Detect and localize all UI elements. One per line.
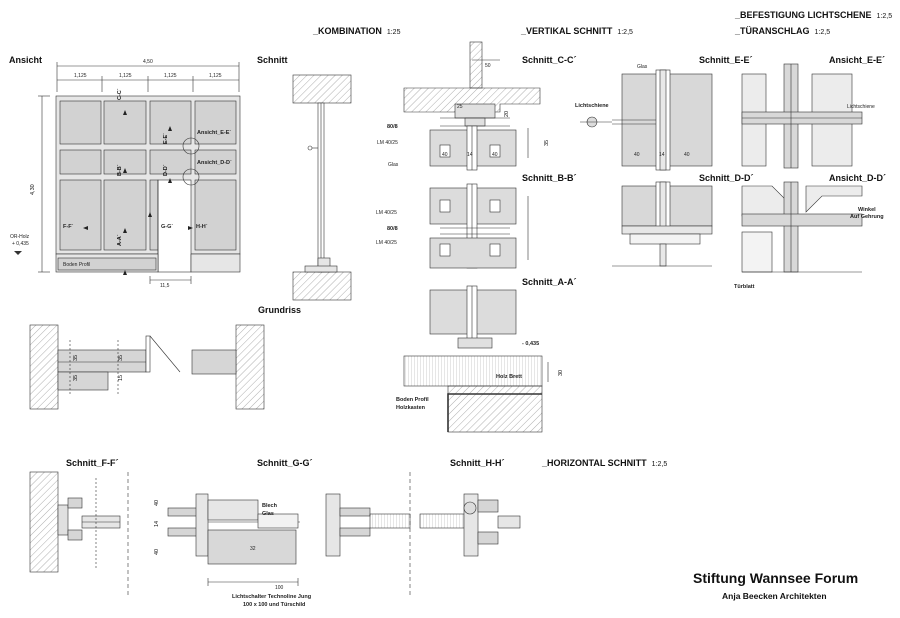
tag-ansicht-dd: Ansicht_D-D´ [197, 160, 232, 166]
view-schnitt-hh: Schnitt_H-H´ [450, 458, 505, 468]
view-ansicht-ee: Ansicht_E-E´ [829, 55, 886, 65]
vert-dim-50: 50 [485, 63, 491, 69]
dim-height: 4,30 [30, 184, 36, 195]
view-schnitt-gg: Schnitt_G-G´ [257, 458, 313, 468]
dim-module-4: 1,125 [209, 73, 222, 79]
detail-40-b: 40 [684, 152, 690, 158]
vert-holzkasten: Holzkasten [396, 405, 426, 411]
view-schnitt-aa: Schnitt_A-A´ [522, 277, 577, 287]
horiz-32: 32 [250, 546, 256, 552]
tag-gg: G-G´ [161, 224, 174, 230]
architect-name: Anja Beecken Architekten [722, 591, 827, 601]
vert-bb-lm-2: LM 40/25 [376, 240, 397, 246]
vert-dim-30: 30 [558, 369, 564, 376]
tag-boden: Boden Profil [63, 262, 91, 268]
tag-hh: H-H´ [196, 224, 208, 230]
tag-ee: E-E´ [163, 133, 169, 144]
vert-bb-lm-1: LM 40/25 [376, 210, 397, 216]
detail-glas: Glas [637, 64, 648, 70]
view-schnitt-ee: Schnitt_E-E´ [699, 55, 753, 65]
view-schnitt-cc: Schnitt_C-C´ [522, 55, 577, 65]
dim-total: 4,50 [143, 59, 153, 65]
tag-ff: F-F´ [63, 224, 74, 230]
vert-bb-80-8: 80/8 [387, 226, 398, 232]
schnitt-ee-detail [580, 69, 713, 267]
view-schnitt: Schnitt [257, 55, 288, 65]
tag-cc: C-C´ [117, 88, 123, 100]
horiz-schalter-1: Lichtschalter Technoline Jung [232, 594, 312, 600]
view-ansicht-dd: Ansicht_D-D´ [829, 173, 887, 183]
dim-module-3: 1,125 [164, 73, 177, 79]
view-grundriss: Grundriss [258, 305, 302, 315]
vert-holz-brett: Holz Brett [496, 374, 522, 380]
or-holz-value: + 0,435 [12, 241, 29, 247]
tag-aa: A-A´ [117, 234, 123, 246]
grundriss-dim-a: 35 [73, 354, 79, 361]
horiz-schalter-2: 100 x 100 und Türschild [243, 602, 306, 608]
view-ansicht: Ansicht [9, 55, 43, 65]
vert-dim-25: 25 [457, 104, 463, 110]
horiz-40-b: 40 [154, 548, 160, 555]
ansicht-ee-detail [741, 63, 863, 273]
grundriss-plan [29, 324, 265, 410]
or-holz-label: OR-Holz [10, 234, 30, 240]
view-schnitt-dd: Schnitt_D-D´ [699, 173, 754, 183]
dim-module-2: 1,125 [119, 73, 132, 79]
project-title: Stiftung Wannsee Forum [693, 570, 859, 586]
grundriss-dim-d: 15 [118, 374, 124, 381]
detail-lichtschiene-1: Lichtschiene [575, 103, 609, 109]
horiz-14: 14 [154, 520, 160, 527]
vert-80-8: 80/8 [387, 124, 398, 130]
vert-glas: Glas [388, 162, 399, 168]
schnitt-section [292, 74, 352, 301]
horiz-100: 100 [275, 585, 284, 591]
tag-dd: D-D´ [163, 164, 169, 176]
detail-lichtschiene-2: Lichtschiene [847, 104, 875, 110]
view-schnitt-ff: Schnitt_F-F´ [66, 458, 119, 468]
vert-40-a: 40 [442, 152, 448, 158]
dim-door: 11,5 [160, 283, 170, 289]
horiz-40-a: 40 [154, 499, 160, 506]
grundriss-dim-b: 35 [118, 354, 124, 361]
horizontal-schnitt [29, 471, 521, 598]
vert-dim-35: 35 [544, 139, 550, 146]
vert-lm-40-25: LM 40/25 [377, 140, 398, 146]
ansicht-elevation [14, 62, 241, 284]
horiz-glas: Glas [262, 511, 274, 517]
horiz-blech: Blech [262, 503, 277, 509]
detail-tuerblatt: Türblatt [734, 284, 755, 290]
dim-module-1: 1,125 [74, 73, 87, 79]
detail-40-a: 40 [634, 152, 640, 158]
tag-ansicht-ee: Ansicht_E-E´ [197, 130, 232, 136]
detail-auf-gehrung: Auf Gehrung [850, 214, 884, 220]
vert-boden-profil: Boden Profil [396, 397, 429, 403]
grundriss-dim-c: 35 [73, 374, 79, 381]
vert-minus-0435: - 0,435 [522, 341, 540, 347]
view-schnitt-bb: Schnitt_B-B´ [522, 173, 577, 183]
detail-winkel: Winkel [858, 207, 876, 213]
vertikal-schnitt [403, 41, 549, 433]
vert-14: 14 [467, 152, 473, 158]
vert-dim-20: 20 [504, 110, 510, 117]
tag-bb: B-B´ [117, 164, 123, 176]
vert-40-b: 40 [492, 152, 498, 158]
detail-14: 14 [659, 152, 665, 158]
